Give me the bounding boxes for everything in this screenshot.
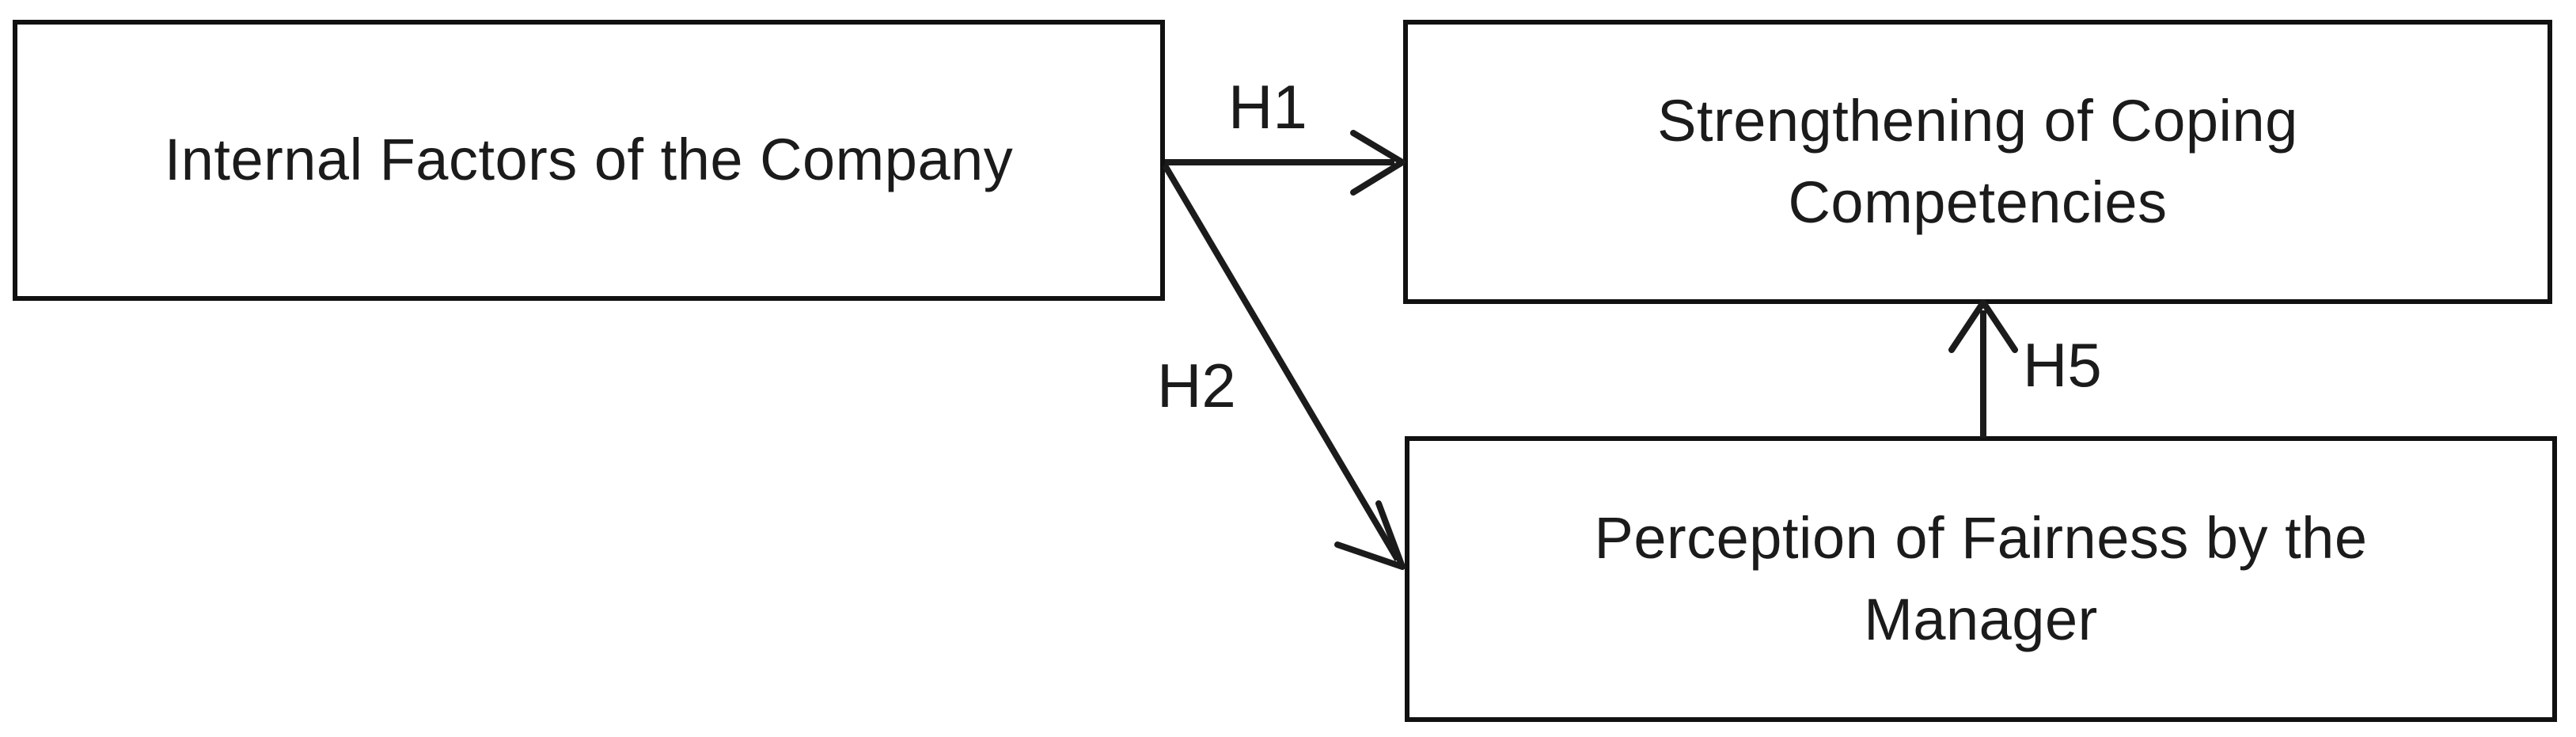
edge-h1-arrow: [1165, 130, 1406, 196]
node-coping-competencies-label: Strengthening of Coping Competencies: [1657, 88, 2298, 235]
edge-label-h1: H1: [1228, 72, 1307, 142]
node-fairness-perception[interactable]: Perception of Fairness by the Manager: [1405, 436, 2557, 722]
edge-label-h5: H5: [2023, 330, 2102, 400]
edge-h5-arrowhead: [1948, 299, 2018, 353]
node-internal-factors-label: Internal Factors of the Company: [164, 127, 1014, 193]
node-coping-competencies[interactable]: Strengthening of Coping Competencies: [1403, 20, 2552, 304]
edge-h1-arrowhead: [1350, 130, 1406, 196]
edge-h2-arrowhead: [1334, 500, 1406, 570]
node-internal-factors[interactable]: Internal Factors of the Company: [13, 20, 1165, 301]
edge-h5-arrow: [1948, 299, 2018, 438]
node-fairness-perception-label: Perception of Fairness by the Manager: [1594, 505, 2368, 652]
edge-label-h2: H2: [1157, 351, 1236, 420]
